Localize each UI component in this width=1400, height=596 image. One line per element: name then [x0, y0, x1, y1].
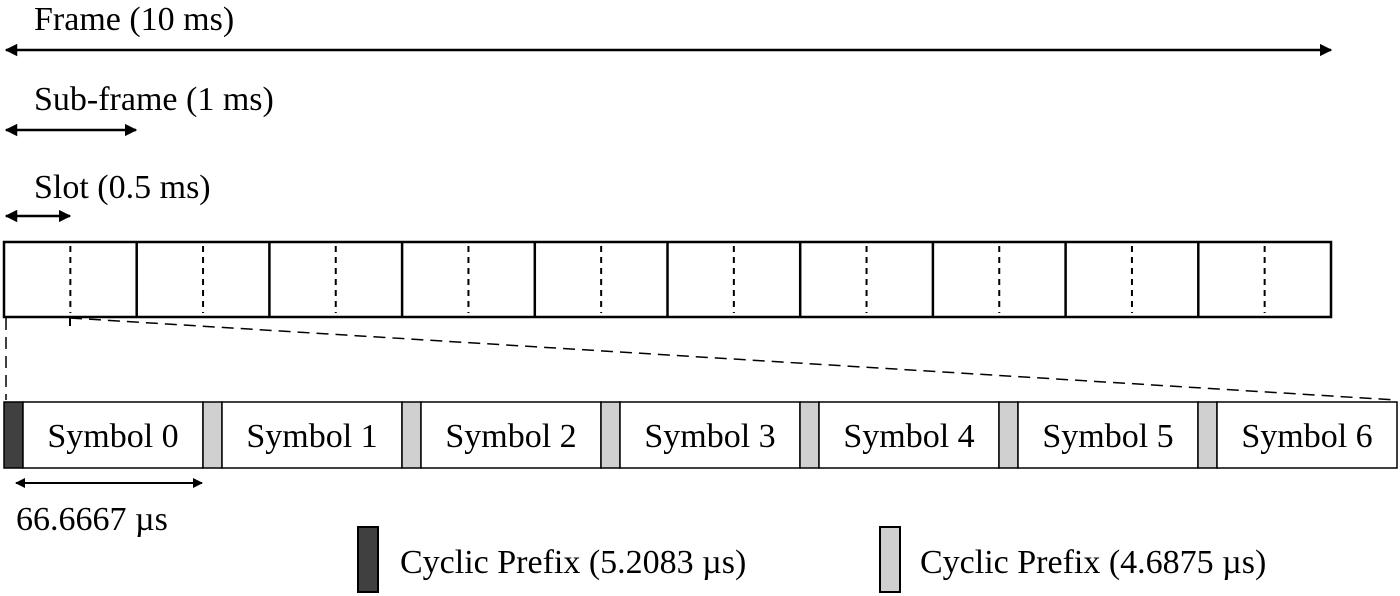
symbol-duration-label: 66.6667 µs [16, 501, 168, 538]
cyclic-prefix-short [600, 401, 621, 469]
symbol-label: Symbol 4 [843, 418, 974, 455]
symbol-label: Symbol 6 [1241, 418, 1372, 455]
zoom-line-right [69, 317, 1397, 401]
cyclic-prefix-short [1197, 401, 1218, 469]
cyclic-prefix-short [998, 401, 1019, 469]
symbol-box [619, 401, 801, 469]
cyclic-prefix-short [202, 401, 223, 469]
frame-label: Frame (10 ms) [34, 1, 234, 38]
cyclic-prefix-long [3, 401, 24, 469]
symbol-box [818, 401, 1000, 469]
symbol-box [1216, 401, 1398, 469]
frame-bar [2, 240, 1333, 319]
legend-swatch-cp-long [357, 526, 379, 593]
symbol-box [221, 401, 403, 469]
subframe-label: Sub-frame (1 ms) [34, 81, 274, 118]
symbol-label: Symbol 5 [1042, 418, 1173, 455]
cyclic-prefix-short [401, 401, 422, 469]
legend: Cyclic Prefix (5.2083 µs) Cyclic Prefix … [357, 526, 1266, 593]
symbol-label: Symbol 1 [246, 418, 377, 455]
symbol-label: Symbol 2 [445, 418, 576, 455]
slot-label: Slot (0.5 ms) [34, 169, 211, 206]
legend-label-cp-short: Cyclic Prefix (4.6875 µs) [920, 544, 1266, 581]
legend-swatch-cp-short [879, 526, 901, 593]
symbol-label: Symbol 0 [47, 418, 178, 455]
legend-label-cp-long: Cyclic Prefix (5.2083 µs) [400, 544, 746, 581]
symbol-label: Symbol 3 [644, 418, 775, 455]
cyclic-prefix-short [799, 401, 820, 469]
symbol-row: Symbol 0 Symbol 1 Symbol 2 Symbol 3 Symbol 4… [3, 401, 1398, 469]
symbol-box [22, 401, 204, 469]
symbol-box [1017, 401, 1199, 469]
symbol-box [420, 401, 602, 469]
